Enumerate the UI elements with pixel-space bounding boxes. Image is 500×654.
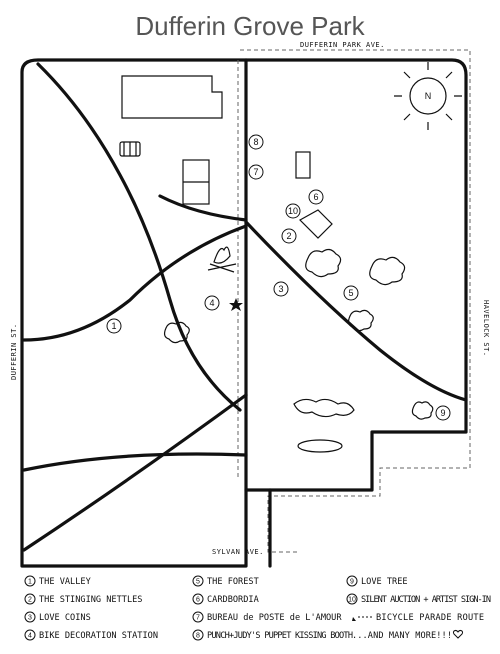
legend-item-number: 8 xyxy=(196,633,200,640)
tree xyxy=(163,321,190,344)
shed xyxy=(295,151,311,179)
legend: 1 THE VALLEY 2 THE STINGING NETTLES 3 LOVE CO… xyxy=(24,575,491,641)
legend-item-1: 1 THE VALLEY xyxy=(24,575,92,587)
map-marker-6: 6 xyxy=(308,189,324,205)
east-block-outline xyxy=(244,58,468,492)
map-marker-label: 5 xyxy=(348,288,353,298)
tree xyxy=(411,401,434,420)
path-south xyxy=(22,452,248,472)
street-south: SYLVAN AVE. xyxy=(212,548,264,556)
map-marker-9: 9 xyxy=(435,405,451,421)
map-marker-label: 8 xyxy=(253,137,258,147)
legend-item-label: BUREAU de POSTE de L'AMOUR xyxy=(207,613,342,623)
legend-item-5: 5 THE FOREST xyxy=(192,575,259,587)
map-marker-8: 8 xyxy=(248,134,264,150)
map-marker-1: 1 xyxy=(106,318,122,334)
tree xyxy=(347,309,374,332)
legend-item-number: 1 xyxy=(28,579,32,586)
tree xyxy=(369,256,406,286)
legend-item-6: 6 CARDBORDIA xyxy=(192,593,260,605)
path-valley xyxy=(36,62,242,412)
path-east xyxy=(244,220,468,402)
map-marker-10: 10 xyxy=(285,203,301,219)
compass-icon: N xyxy=(394,62,462,130)
legend-item-7: 7 BUREAU de POSTE de L'AMOUR xyxy=(192,611,342,623)
campfire-icon xyxy=(207,246,237,273)
legend-item-3: 3 LOVE COINS xyxy=(24,611,91,623)
legend-item-number: 4 xyxy=(28,633,32,640)
legend-item-label: SILENT AUCTION + ARTIST SIGN-IN xyxy=(361,595,491,605)
path-middle xyxy=(22,224,248,342)
map-marker-7: 7 xyxy=(248,164,264,180)
legend-item-number: 6 xyxy=(196,597,200,604)
map-marker-2: 2 xyxy=(281,228,297,244)
street-west: DUFFERIN ST. xyxy=(10,323,18,380)
building xyxy=(121,75,223,119)
legend-item-label: THE VALLEY xyxy=(39,577,92,587)
west-block-outline xyxy=(20,58,248,568)
map-marker-label: 4 xyxy=(209,298,214,308)
legend-item-label: PUNCH+JUDY'S PUPPET KISSING BOOTH xyxy=(207,631,353,641)
map-marker-5: 5 xyxy=(343,285,359,301)
heart-icon xyxy=(453,630,463,639)
map-marker-label: 6 xyxy=(313,192,318,202)
map-marker-3: 3 xyxy=(273,281,289,297)
map-marker-label: 9 xyxy=(440,408,445,418)
parade-route xyxy=(240,49,471,553)
legend-item-label: CARDBORDIA xyxy=(207,595,260,605)
legend-item-number: 5 xyxy=(196,579,200,586)
street-north: DUFFERIN PARK AVE. xyxy=(300,41,385,49)
legend-item-9: 9 LOVE TREE xyxy=(346,575,408,587)
legend-item-number: 2 xyxy=(28,597,32,604)
legend-item-label: LOVE COINS xyxy=(39,613,91,623)
legend-item-8: 8 PUNCH+JUDY'S PUPPET KISSING BOOTH xyxy=(192,629,353,641)
star-icon xyxy=(352,617,356,621)
path-diagonal xyxy=(22,393,248,552)
legend-item-label: LOVE TREE xyxy=(361,577,408,587)
legend-route-label: BICYCLE PARADE ROUTE xyxy=(376,613,484,623)
legend-item-label: THE FOREST xyxy=(207,577,259,587)
legend-item-10: 10 SILENT AUCTION + ARTIST SIGN-IN xyxy=(346,593,491,605)
legend-item-number: 7 xyxy=(196,615,200,622)
path-rink xyxy=(158,194,248,222)
legend-item-number: 9 xyxy=(350,579,354,586)
map-marker-label: 3 xyxy=(278,284,283,294)
tree xyxy=(305,248,342,278)
map-marker-label: 10 xyxy=(288,206,298,216)
legend-item-number: 10 xyxy=(348,597,356,604)
compass-label: N xyxy=(425,91,432,101)
street-east: HAVELOCK ST. xyxy=(482,300,490,357)
map-title: Dufferin Grove Park xyxy=(135,11,365,41)
legend-item-label: THE STINGING NETTLES xyxy=(39,595,142,605)
map-marker-label: 7 xyxy=(253,167,258,177)
legend-more: ...AND MANY MORE!!! xyxy=(352,631,452,641)
map-marker-label: 1 xyxy=(111,321,116,331)
legend-item-2: 2 THE STINGING NETTLES xyxy=(24,593,142,605)
star-icon xyxy=(229,298,243,311)
map-markers: 1 2 3 4 5 6 7 8 9 10 xyxy=(106,134,451,421)
cardbordia xyxy=(299,209,333,239)
legend-route: BICYCLE PARADE ROUTE xyxy=(352,613,484,623)
map-marker-4: 4 xyxy=(204,295,220,311)
legend-item-4: 4 BIKE DECORATION STATION xyxy=(24,629,158,641)
wading-pool xyxy=(297,439,343,453)
splash-pad xyxy=(293,398,355,418)
legend-item-number: 3 xyxy=(28,615,32,622)
legend-item-label: BIKE DECORATION STATION xyxy=(39,631,158,641)
map-marker-label: 2 xyxy=(286,231,291,241)
playground-icon xyxy=(119,141,141,157)
